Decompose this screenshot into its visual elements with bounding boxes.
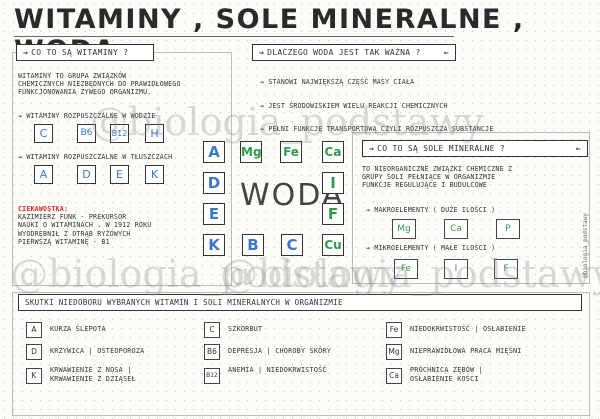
arrow-right-icon: → [369, 144, 375, 153]
microelements-label: MIKROELEMENTY ( MAŁE ILOŚCI ) [366, 244, 495, 252]
vitamin-letter-box: B [242, 234, 264, 256]
water-fact: PEŁNI FUNKCJĘ TRANSPORTOWĄ CZYLI ROZPUSZ… [260, 125, 590, 133]
vitamin-box: B6 [77, 124, 96, 143]
deficiency-symbol: Mg [386, 344, 402, 360]
side-credit: @biologia_podstawy [582, 212, 589, 278]
fat-soluble-label: WITAMINY ROZPUSZCZALNE W TŁUSZCZACH [18, 153, 172, 161]
deficiency-symbol: Fe [386, 322, 402, 338]
mineral-letter-box: Ca [322, 141, 344, 163]
vitamin-box: H [145, 124, 164, 143]
vitamin-box: A [34, 165, 53, 184]
fun-fact: CIEKAWOSTKA: KAZIMIERZ FUNK - PREKURSOR … [18, 205, 152, 246]
minerals-question-header: →CO TO SĄ SOLE MINERALNE ?← [362, 140, 588, 157]
vitamins-question-header: →CO TO SĄ WITAMINY ? [16, 44, 154, 61]
water-fact: STANOWI NAJWIĘKSZĄ CZĘŚĆ MASY CIAŁA [260, 78, 414, 86]
mineral-box: Ca [444, 219, 468, 239]
water-fact: JEST ŚRODOWISKIEM WIELU REAKCJI CHEMICZN… [260, 102, 448, 110]
deficiency-panel [12, 292, 590, 416]
arrow-right-icon: → [259, 48, 265, 57]
deficiency-text: KRZYWICA | OSTEOPOROZA [50, 347, 145, 355]
arrow-left-icon: ← [443, 48, 449, 57]
deficiency-symbol: Ca [386, 368, 402, 384]
deficiency-text: ANEMIA | NIEDOKRWISTOŚĆ [228, 366, 327, 374]
vitamin-box: D [77, 165, 96, 184]
mineral-letter-box: I [322, 172, 344, 194]
deficiency-header: SKUTKI NIEDOBORU WYBRANYCH WITAMIN I SOL… [18, 294, 582, 311]
title-underline [14, 36, 454, 37]
deficiency-symbol: C [204, 322, 220, 338]
deficiency-text: SZKORBUT [228, 325, 263, 333]
mineral-letter-box: F [322, 203, 344, 225]
vitamin-letter-box: D [203, 172, 225, 194]
water-question-header: →DLACZEGO WODA JEST TAK WAŻNA ?← [252, 44, 456, 61]
deficiency-text: NIEPRAWIDŁOWA PRACA MIĘŚNI [410, 347, 522, 355]
deficiency-text: KURZA ŚLEPOTA [50, 325, 106, 333]
deficiency-symbol: B6 [204, 344, 220, 360]
vitamin-box: C [34, 124, 53, 143]
mineral-letter-box: Cu [322, 234, 344, 256]
vitamin-box: E [110, 165, 129, 184]
mineral-box: Fe [394, 259, 418, 279]
deficiency-symbol: B12 [204, 368, 220, 384]
vitamin-letter-box: A [203, 141, 225, 163]
mineral-letter-box: Fe [280, 141, 302, 163]
vitamin-box: B12 [110, 124, 129, 143]
deficiency-symbol: A [26, 322, 42, 338]
deficiency-text: NIEDOKRWISTOŚĆ | OSŁABIENIE [410, 325, 526, 333]
mineral-letter-box: Mg [240, 141, 262, 163]
mineral-box: P [496, 219, 520, 239]
arrow-right-icon: → [23, 48, 29, 57]
arrow-left-icon: ← [575, 144, 581, 153]
deficiency-text: PRÓCHNICA ZĘBÓW | OSŁABIENIE KOŚCI [410, 366, 483, 383]
macroelements-label: MAKROELEMENTY ( DUŻE ILOŚCI ) [366, 206, 495, 214]
vitamin-letter-box: E [203, 203, 225, 225]
vitamins-definition: WITAMINY TO GRUPA ZWIĄZKÓW CHEMICZNYCH N… [18, 72, 181, 97]
mineral-box: F [494, 259, 518, 279]
deficiency-text: KRWAWIENIE Z NOSA | KRWAWIENIE Z DZIĄSEŁ [50, 366, 136, 383]
deficiency-text: DEPRESJA | CHOROBY SKÓRY [228, 347, 332, 355]
deficiency-symbol: K [26, 368, 42, 384]
mineral-box: I [444, 259, 468, 279]
minerals-definition: TO NIEORGANICZNE ZWIĄZKI CHEMICZNE Z GRU… [362, 165, 513, 190]
vitamin-box: K [145, 165, 164, 184]
vitamin-letter-box: C [281, 234, 303, 256]
deficiency-symbol: D [26, 344, 42, 360]
mineral-box: Mg [392, 219, 416, 239]
minerals-panel [352, 132, 590, 284]
vitamin-letter-box: K [203, 234, 225, 256]
water-soluble-label: WITAMINY ROZPUSZCZALNE W WODZIE [18, 112, 156, 120]
